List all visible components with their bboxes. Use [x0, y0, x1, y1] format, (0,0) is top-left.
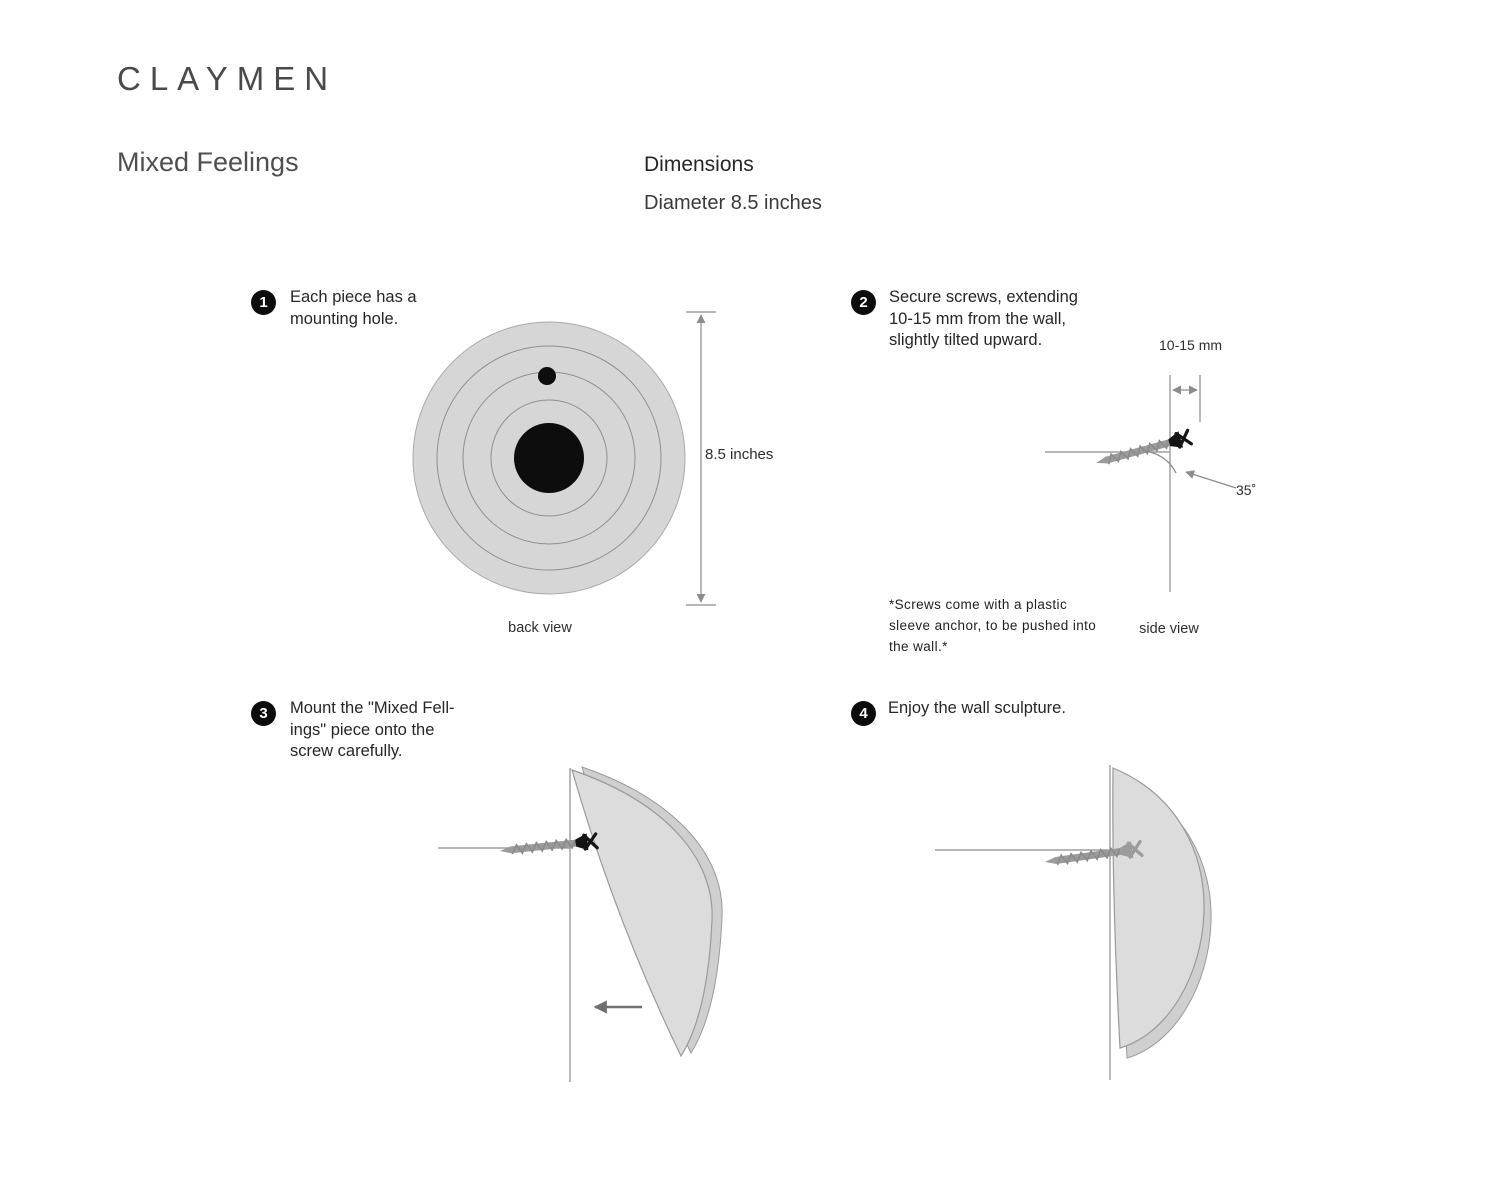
step-3-badge: 3 — [251, 701, 276, 726]
product-title: Mixed Feelings — [117, 147, 299, 177]
screw-icon — [1045, 839, 1144, 866]
diameter-dimension-label: 8.5 inches — [705, 446, 774, 463]
dimensions-heading: Dimensions — [644, 153, 754, 176]
brand-logo: CLAYMEN — [117, 60, 338, 97]
angle-arc — [1149, 451, 1177, 474]
screw-side-view-diagram — [1045, 375, 1237, 592]
diameter-dimension-line — [686, 311, 716, 606]
ring-3 — [490, 399, 608, 517]
step-4-badge: 4 — [851, 701, 876, 726]
wall-and-guides — [1045, 375, 1237, 592]
step-4-text: Enjoy the wall sculpture. — [888, 699, 1066, 717]
mounting-hole — [538, 367, 556, 385]
wall-and-guides — [935, 765, 1111, 1080]
step-2-text: Secure screws, extending 10-15 mm from t… — [889, 288, 1078, 349]
dimensions-value: Diameter 8.5 inches — [644, 192, 822, 214]
sculpture-piece-side — [571, 769, 713, 1058]
step-3-text: Mount the "Mixed Fell- ings" piece onto … — [290, 699, 455, 760]
angle-pointer-arrow — [1185, 470, 1237, 489]
side-view-caption: side view — [1139, 621, 1199, 637]
mounted-diagram — [935, 765, 1212, 1080]
protrusion-dimension-label: 10-15 mm — [1159, 337, 1223, 353]
step-1-text: Each piece has a mounting hole. — [290, 288, 417, 328]
back-view-diagram — [412, 311, 716, 606]
back-view-caption: back view — [508, 620, 572, 636]
step-1-badge: 1 — [251, 290, 276, 315]
wall-and-guides — [438, 768, 571, 1082]
mounting-diagram — [438, 766, 723, 1082]
center-circle — [514, 423, 584, 493]
sculpture-piece-side — [1112, 767, 1205, 1049]
screw-icon — [1096, 428, 1193, 465]
ring-1 — [436, 345, 662, 571]
sculpture-back-view — [412, 321, 686, 595]
screw-icon — [500, 832, 599, 855]
step-2-badge: 2 — [851, 290, 876, 315]
angle-label: 35˚ — [1236, 482, 1257, 498]
screw-anchor-footnote: *Screws come with a plastic sleeve ancho… — [889, 597, 1097, 654]
